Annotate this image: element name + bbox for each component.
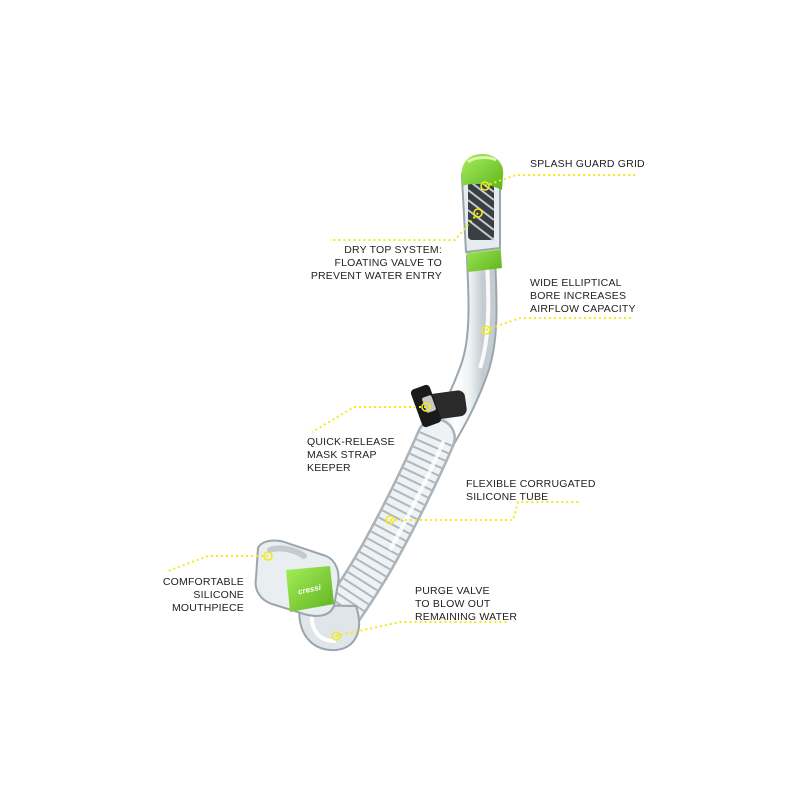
callout-line: WIDE ELLIPTICAL <box>530 277 622 289</box>
leader-mouthpiece <box>167 555 268 572</box>
callout-line: TO BLOW OUT <box>415 598 491 610</box>
callout-line: MASK STRAP <box>307 449 377 461</box>
pin-tube <box>385 515 395 525</box>
pin-mouthpiece <box>263 551 273 561</box>
snorkel-illustration: cressi <box>254 154 504 652</box>
callout-line: DRY TOP SYSTEM: <box>344 244 442 256</box>
callout-line: SILICONE TUBE <box>466 491 549 503</box>
callout-line: FLOATING VALVE TO <box>334 257 442 269</box>
pin-bore <box>481 325 491 335</box>
callout-line: FLEXIBLE CORRUGATED <box>466 478 596 490</box>
callout-keeper: QUICK-RELEASE MASK STRAP KEEPER <box>307 436 395 475</box>
splash-guard-cap <box>461 154 504 190</box>
callout-line: AIRFLOW CAPACITY <box>530 303 636 315</box>
callout-line: KEEPER <box>307 462 351 474</box>
callout-line: QUICK-RELEASE <box>307 436 395 448</box>
callout-line: PREVENT WATER ENTRY <box>310 270 442 282</box>
callout-tube: FLEXIBLE CORRUGATED SILICONE TUBE <box>466 478 596 504</box>
leader-bore <box>485 317 632 331</box>
callout-line: PURGE VALVE <box>415 585 490 597</box>
leader-keeper <box>311 406 426 433</box>
pin-purge <box>331 631 341 641</box>
leader-purge <box>335 621 508 637</box>
leader-dry-top <box>330 212 479 241</box>
pin-keeper <box>421 402 431 412</box>
callout-line: MOUTHPIECE <box>171 602 244 614</box>
callout-line: SILICONE <box>193 589 244 601</box>
pin-dry-top <box>473 208 483 218</box>
callout-splash-guard: SPLASH GUARD GRID <box>530 158 645 171</box>
dry-top-head <box>460 154 504 254</box>
callout-purge: PURGE VALVE TO BLOW OUT REMAINING WATER <box>415 585 517 624</box>
callout-line: COMFORTABLE <box>162 576 244 588</box>
corrugated-tube <box>318 418 456 638</box>
leader-lines <box>167 174 637 641</box>
leader-tube <box>390 501 580 521</box>
callout-bore: WIDE ELLIPTICAL BORE INCREASES AIRFLOW C… <box>530 277 636 316</box>
callout-line: BORE INCREASES <box>530 290 627 302</box>
pin-splash-guard <box>480 181 490 191</box>
mouthpiece-assembly: cressi <box>254 539 361 652</box>
callout-line: REMAINING WATER <box>415 611 518 623</box>
callout-line: SPLASH GUARD GRID <box>530 158 645 170</box>
leader-splash-guard <box>484 174 637 187</box>
callout-dry-top: DRY TOP SYSTEM: FLOATING VALVE TO PREVEN… <box>290 244 442 283</box>
callout-mouthpiece: COMFORTABLE SILICONE MOUTHPIECE <box>140 576 244 615</box>
